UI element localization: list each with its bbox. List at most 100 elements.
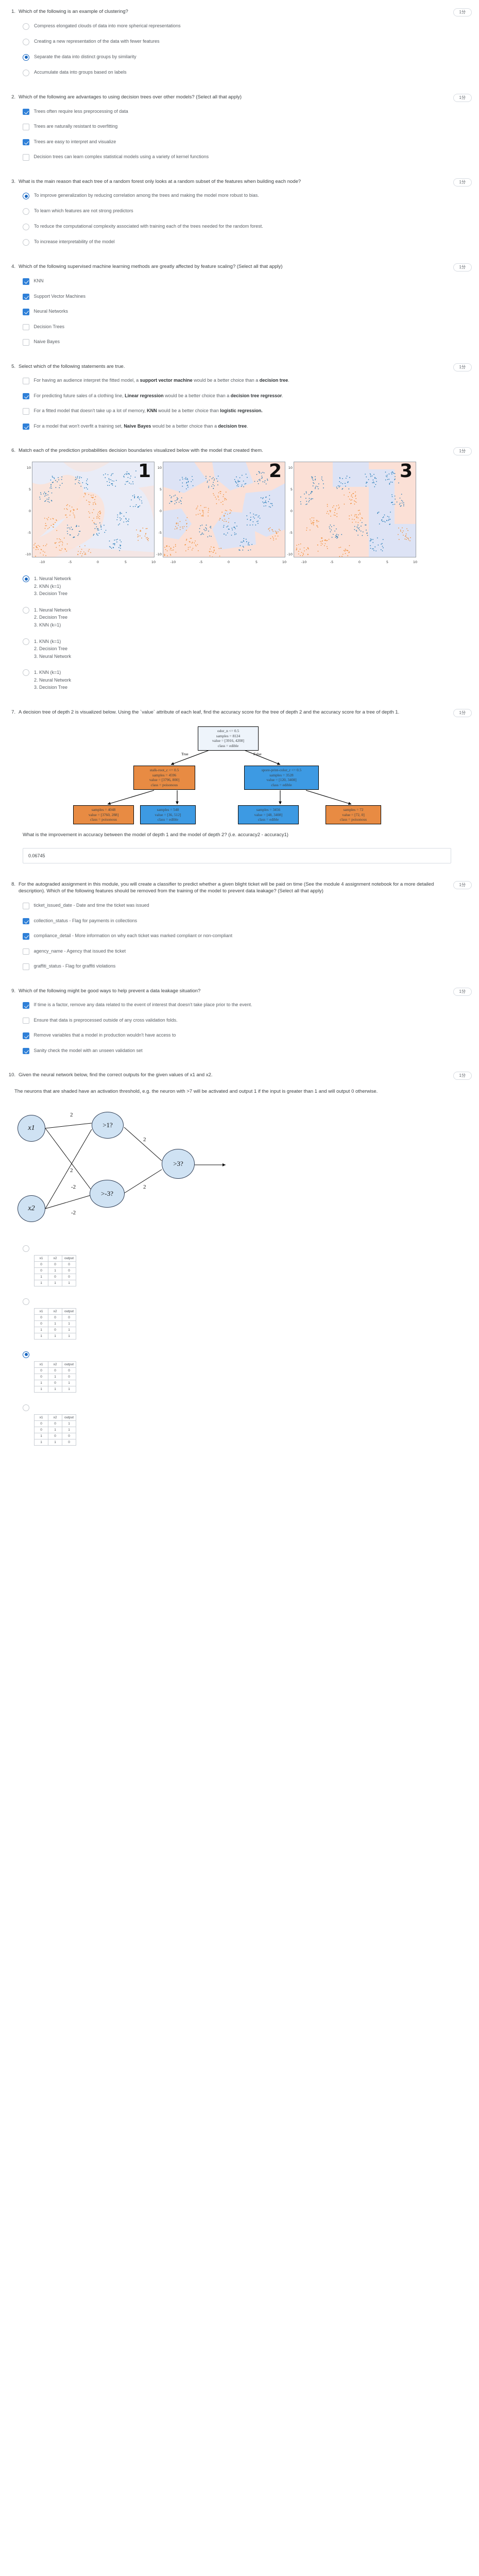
- radio-2[interactable]: [23, 1298, 29, 1305]
- match-line: 1. Neural Network: [34, 576, 72, 582]
- truth-table-cell: 1: [62, 1332, 76, 1340]
- option-3[interactable]: Remove variables that a model in product…: [7, 1032, 470, 1039]
- option-4[interactable]: Decision trees can learn complex statist…: [7, 154, 470, 161]
- checkbox-4[interactable]: [23, 154, 29, 161]
- option-4[interactable]: For a model that won't overfit a trainin…: [7, 423, 470, 430]
- y-tick: -5: [27, 531, 31, 535]
- question-text: Which of the following is an example of …: [19, 9, 128, 14]
- checkbox-1[interactable]: [23, 903, 29, 909]
- option-4[interactable]: Sanity check the model with an unseen va…: [7, 1047, 470, 1055]
- option-1[interactable]: Compress elongated clouds of data into m…: [7, 23, 470, 30]
- radio-2[interactable]: [23, 606, 29, 614]
- option-2[interactable]: Creating a new representation of the dat…: [7, 38, 470, 45]
- option-4[interactable]: To increase interpretability of the mode…: [7, 239, 470, 246]
- match-line: 1. Neural Network: [34, 607, 72, 613]
- truth-table-option-1[interactable]: [7, 1245, 470, 1252]
- checkbox-2[interactable]: [23, 293, 29, 300]
- option-3[interactable]: compliance_detail - More information on …: [7, 933, 470, 940]
- radio-4[interactable]: [23, 1404, 29, 1411]
- radio-1[interactable]: [23, 1245, 29, 1252]
- radio-4[interactable]: [23, 239, 29, 246]
- checkbox-3[interactable]: [23, 139, 29, 146]
- option-2[interactable]: collection_status - Flag for payments in…: [7, 918, 470, 925]
- option-4[interactable]: Decision Trees: [7, 324, 470, 331]
- option-2[interactable]: To learn which features are not strong p…: [7, 208, 470, 215]
- checkbox-1[interactable]: [23, 1002, 29, 1009]
- option-2[interactable]: Ensure that data is preprocessed outside…: [7, 1017, 470, 1024]
- radio-2[interactable]: [23, 38, 29, 45]
- option-1[interactable]: To improve generalization by reducing co…: [7, 192, 470, 200]
- checkbox-3[interactable]: [23, 408, 29, 415]
- checkbox-2[interactable]: [23, 124, 29, 130]
- checkbox-2[interactable]: [23, 393, 29, 400]
- option-label: Decision trees can learn complex statist…: [33, 154, 209, 160]
- truth-table-option-4[interactable]: [7, 1404, 470, 1411]
- option-5[interactable]: Naive Bayes: [7, 338, 470, 346]
- checkbox-4[interactable]: [23, 1047, 29, 1055]
- option-1[interactable]: ticket_issued_date - Date and time the t…: [7, 902, 470, 909]
- y-tick: -5: [289, 531, 293, 535]
- option-1[interactable]: KNN: [7, 278, 470, 285]
- checkbox-1[interactable]: [23, 378, 29, 384]
- weight-label: 2: [70, 1111, 73, 1118]
- option-3[interactable]: For a fitted model that doesn't take up …: [7, 408, 470, 415]
- radio-3[interactable]: [23, 54, 29, 61]
- option-5[interactable]: graffiti_status - Flag for graffiti viol…: [7, 963, 470, 970]
- checkbox-4[interactable]: [23, 324, 29, 331]
- checkbox-1[interactable]: [23, 108, 29, 115]
- question-number: 5.: [11, 363, 15, 369]
- checkbox-5[interactable]: [23, 963, 29, 970]
- y-tick: 10: [26, 466, 31, 470]
- answer-value: 0.06745: [28, 853, 45, 858]
- option-3[interactable]: Trees are easy to interpret and visualiz…: [7, 139, 470, 146]
- option-1[interactable]: Trees often require less preprocessing o…: [7, 108, 470, 115]
- option-2[interactable]: For predicting future sales of a clothin…: [7, 393, 470, 400]
- checkbox-4[interactable]: [23, 423, 29, 430]
- radio-4[interactable]: [23, 69, 29, 76]
- radio-2[interactable]: [23, 208, 29, 215]
- answer-input[interactable]: 0.06745: [23, 848, 451, 863]
- checkbox-1[interactable]: [23, 278, 29, 285]
- match-line: 2. Decision Tree: [34, 615, 68, 620]
- checkbox-4[interactable]: [23, 948, 29, 955]
- option-4[interactable]: Accumulate data into groups based on lab…: [7, 69, 470, 76]
- option-3[interactable]: Separate the data into distinct groups b…: [7, 54, 470, 61]
- option-label: For predicting future sales of a clothin…: [33, 393, 283, 398]
- checkbox-5[interactable]: [23, 339, 29, 346]
- truth-table-cell: 0: [48, 1273, 62, 1280]
- checkbox-3[interactable]: [23, 1032, 29, 1039]
- truth-table-cell: 1: [34, 1379, 48, 1386]
- radio-1[interactable]: [23, 575, 29, 583]
- option-list: Compress elongated clouds of data into m…: [7, 23, 470, 76]
- question-number: 9.: [11, 988, 15, 994]
- radio-1[interactable]: [23, 23, 29, 30]
- radio-1[interactable]: [23, 193, 29, 200]
- truth-table-cell: 0: [48, 1367, 62, 1374]
- radio-3[interactable]: [23, 224, 29, 231]
- option-2[interactable]: Trees are naturally resistant to overfit…: [7, 123, 470, 130]
- option-4[interactable]: agency_name - Agency that issued the tic…: [7, 948, 470, 955]
- radio-4[interactable]: [23, 669, 29, 676]
- radio-3[interactable]: [23, 1351, 29, 1358]
- radio-3[interactable]: [23, 638, 29, 645]
- option-3[interactable]: Neural Networks: [7, 308, 470, 315]
- option-1[interactable]: If time is a factor, remove any data rel…: [7, 1002, 470, 1009]
- checkbox-2[interactable]: [23, 918, 29, 925]
- option-3[interactable]: To reduce the computational complexity a…: [7, 223, 470, 231]
- checkbox-3[interactable]: [23, 309, 29, 315]
- checkbox-3[interactable]: [23, 933, 29, 940]
- points-badge: 1分: [453, 93, 472, 102]
- truth-table-option-3[interactable]: [7, 1351, 470, 1358]
- option-1[interactable]: For having an audience interpret the fit…: [7, 377, 470, 384]
- option-2[interactable]: Support Vector Machines: [7, 293, 470, 300]
- checkbox-2[interactable]: [23, 1017, 29, 1024]
- truth-table-option-2[interactable]: [7, 1298, 470, 1305]
